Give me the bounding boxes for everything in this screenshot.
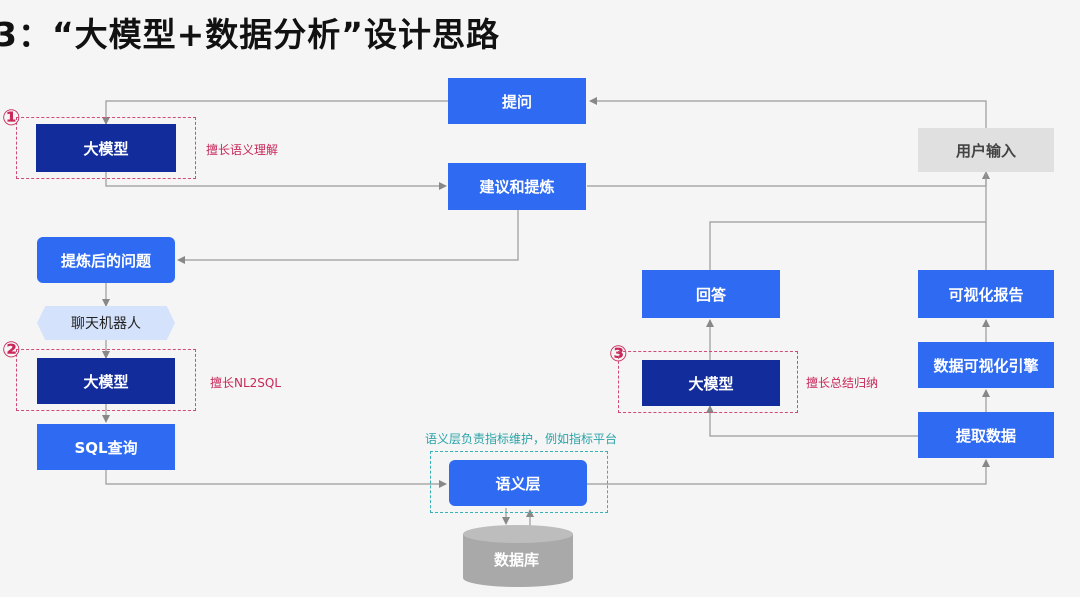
answer-label: 回答 xyxy=(695,285,726,304)
edge-answer-userinput xyxy=(709,221,986,270)
semantic-note: 语义层负责指标维护，例如指标平台 xyxy=(425,432,618,446)
llm2-note: 擅长NL2SQL xyxy=(210,376,282,390)
edge-llm1-suggest xyxy=(105,172,447,190)
llm2-highlight xyxy=(16,349,196,411)
llm2-label: 大模型 xyxy=(83,372,129,391)
chatbot-label: 聊天机器人 xyxy=(71,316,141,332)
marker-2: ② xyxy=(2,338,21,363)
answer-box: 回答 xyxy=(642,270,780,318)
llm1-box: 大模型 xyxy=(36,124,176,172)
llm3-label: 大模型 xyxy=(688,374,734,393)
fetch-data-label: 提取数据 xyxy=(955,426,1016,445)
llm1-label: 大模型 xyxy=(83,139,129,158)
sql-query-label: SQL查询 xyxy=(74,438,138,457)
refined-question-box: 提炼后的问题 xyxy=(37,237,175,283)
llm1-note: 擅长语义理解 xyxy=(206,143,279,157)
semantic-highlight xyxy=(430,451,608,513)
llm2-box: 大模型 xyxy=(37,358,175,404)
sql-query-box: SQL查询 xyxy=(37,424,175,470)
edge-sql-semantic xyxy=(105,470,447,488)
suggest-refine-box: 建议和提炼 xyxy=(448,163,586,210)
chatbot-box: 聊天机器人 xyxy=(37,306,175,340)
edge-semantic-fetch xyxy=(587,459,990,485)
edge-userinput-question xyxy=(589,97,987,128)
llm1-highlight xyxy=(16,117,196,179)
suggest-refine-label: 建议和提炼 xyxy=(479,178,555,196)
refined-question-label: 提炼后的问题 xyxy=(60,251,151,270)
edge-question-llm1 xyxy=(102,100,448,125)
visual-report-label: 可视化报告 xyxy=(948,285,1024,304)
user-input-box: 用户输入 xyxy=(918,128,1054,172)
edge-fetch-llm3 xyxy=(706,405,918,437)
llm3-box: 大模型 xyxy=(642,360,780,406)
marker-1: ① xyxy=(2,106,21,131)
viz-engine-label: 数据可视化引擎 xyxy=(933,356,1039,375)
visual-report-box: 可视化报告 xyxy=(918,270,1054,318)
page-title: 3：“大模型+数据分析”设计思路 xyxy=(0,15,500,54)
edge-suggest-refined xyxy=(177,210,519,264)
semantic-layer-box: 语义层 xyxy=(449,460,587,506)
llm3-highlight xyxy=(618,351,798,413)
user-input-label: 用户输入 xyxy=(955,141,1016,160)
database-label: 数据库 xyxy=(494,551,540,569)
database-icon xyxy=(463,525,573,587)
edge-suggest-userinput xyxy=(587,171,990,187)
semantic-layer-label: 语义层 xyxy=(495,474,541,493)
llm3-note: 擅长总结归纳 xyxy=(806,376,879,390)
question-box: 提问 xyxy=(448,78,586,124)
fetch-data-box: 提取数据 xyxy=(918,412,1054,458)
question-label: 提问 xyxy=(501,92,532,111)
viz-engine-box: 数据可视化引擎 xyxy=(918,342,1054,388)
